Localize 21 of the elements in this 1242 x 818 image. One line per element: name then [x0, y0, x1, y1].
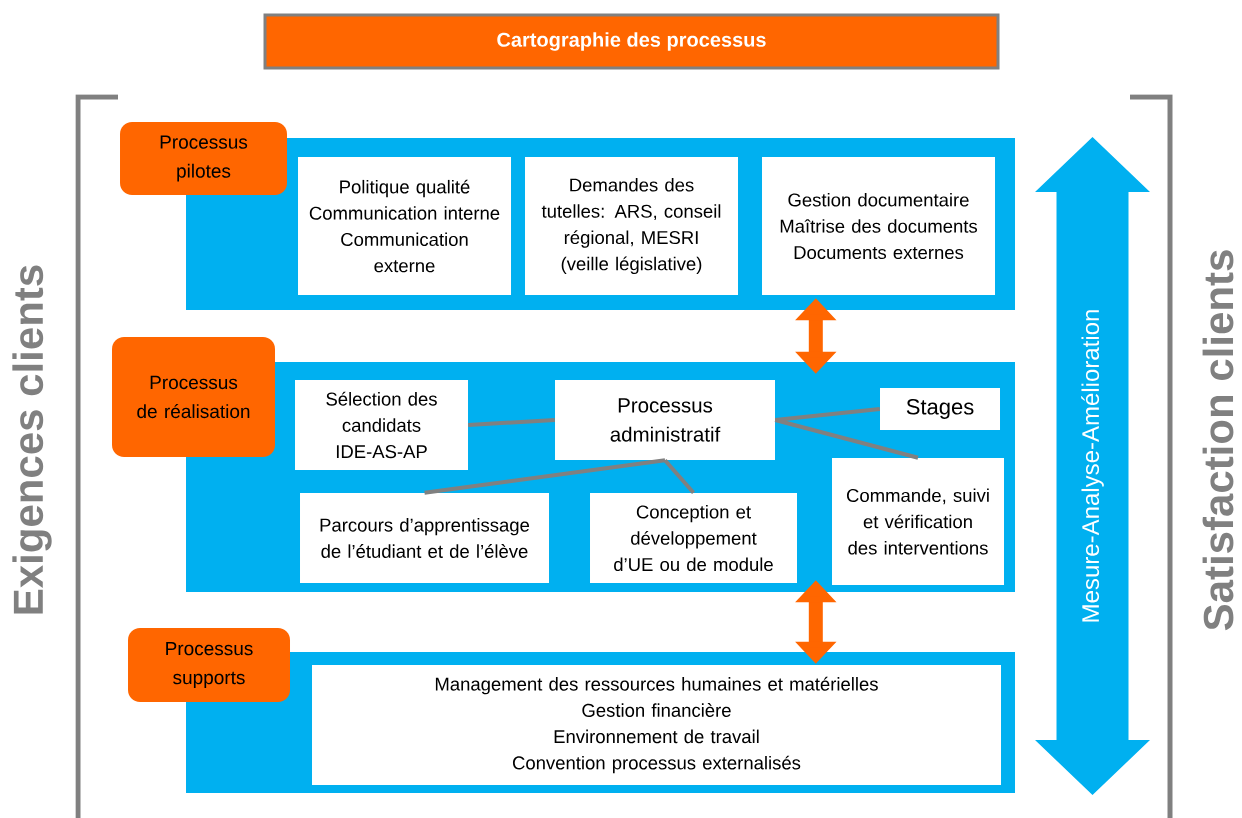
connector	[775, 407, 881, 422]
heading-tab: Processus pilotes	[120, 122, 287, 195]
side-label: Satisfaction clients	[1202, 250, 1234, 631]
connector	[468, 418, 555, 427]
connector	[774, 418, 919, 460]
process-box: Demandes des tutelles: ARS, conseil régional, MESRI (veille législative)	[525, 157, 738, 295]
heading-tab: Processus de réalisation	[112, 337, 275, 457]
process-box: Gestion documentaire Maîtrise des documents Documents externes	[762, 157, 995, 295]
process-box: Politique qualité Communication interne Communication externe	[298, 157, 511, 295]
title-box: Cartographie des processus	[263, 13, 1000, 70]
connector	[424, 458, 666, 495]
process-box: Stages	[880, 388, 1000, 430]
connector	[663, 458, 695, 495]
process-box: Management des ressources humaines et matérielles Gestion financière Environnement de travail Convention processus externalisés	[312, 665, 1001, 785]
side-label: Exigences clients	[12, 265, 52, 614]
process-box: Conception et développement d’UE ou de module	[590, 493, 797, 583]
process-box: Parcours d’apprentissage de l’étudiant et de l’élève	[300, 493, 549, 583]
process-box: Commande, suivi et vérification des interventions	[832, 458, 1004, 585]
process-box: Processus administratif	[555, 380, 775, 460]
process-box: Sélection des candidats IDE-AS-AP	[295, 380, 468, 470]
heading-tab: Processus supports	[128, 628, 290, 702]
